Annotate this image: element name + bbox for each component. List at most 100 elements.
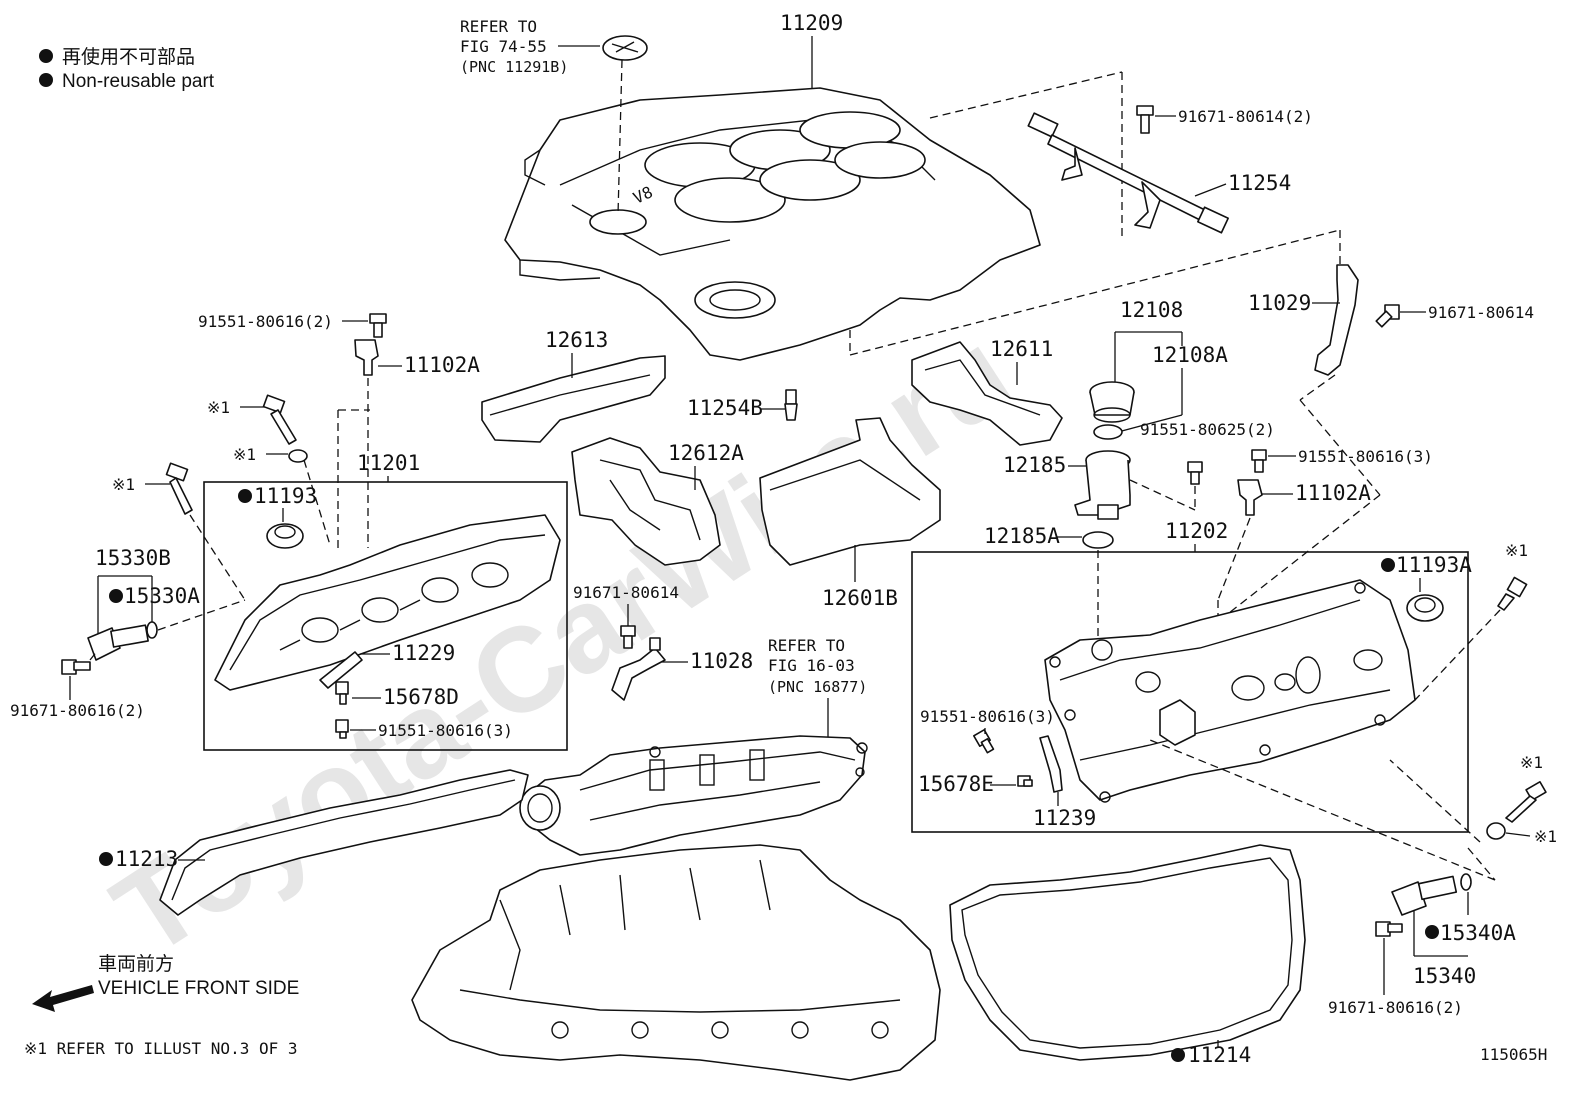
label-12613: 12613 xyxy=(545,328,608,352)
label-15340A: 15340A xyxy=(1440,921,1516,945)
label-91671-80614-right: 91671-80614 xyxy=(1428,303,1534,322)
insulator-12601B xyxy=(759,417,941,566)
refer-2-line3: (PNC 16877) xyxy=(768,678,867,696)
note-mark: ※1 xyxy=(1520,753,1543,772)
label-11202: 11202 xyxy=(1165,519,1228,543)
label-12611: 12611 xyxy=(990,337,1053,361)
bracket-11229-icon xyxy=(319,651,363,689)
label-15330B: 15330B xyxy=(95,546,171,570)
note-mark: ※1 xyxy=(1534,827,1557,846)
bolt-icon xyxy=(165,462,193,515)
insulator-12611 xyxy=(911,341,1063,446)
engine-block xyxy=(411,844,941,1081)
bolt-icon xyxy=(1375,921,1403,937)
legend-dot-icon xyxy=(39,73,53,87)
washer-icon xyxy=(1486,822,1506,840)
label-12108A: 12108A xyxy=(1152,343,1228,367)
label-91551-80625-2: 91551-80625(2) xyxy=(1140,420,1275,439)
label-91671-80616-2-left: 91671-80616(2) xyxy=(10,701,145,720)
label-15678D: 15678D xyxy=(383,685,459,709)
ocv-valve-icon xyxy=(1391,873,1472,916)
label-11193: 11193 xyxy=(254,484,317,508)
bolt-icon xyxy=(1187,461,1203,485)
bolt-icon xyxy=(1505,781,1547,823)
label-12185A: 12185A xyxy=(984,524,1060,548)
bracket-11239-icon xyxy=(1039,735,1063,793)
note-mark: ※1 xyxy=(112,475,135,494)
front-side-en: VEHICLE FRONT SIDE xyxy=(98,978,299,999)
note-mark: ※1 xyxy=(207,398,230,417)
label-15678E: 15678E xyxy=(918,772,994,796)
cam-sensor-icon xyxy=(354,339,379,376)
label-11193A: 11193A xyxy=(1396,553,1472,577)
label-11029: 11029 xyxy=(1248,291,1311,315)
bolt-icon xyxy=(335,681,349,705)
label-91671-80614-mid: 91671-80614 xyxy=(573,583,679,602)
bracket-11029 xyxy=(1314,264,1359,376)
insulator-12613 xyxy=(481,355,666,443)
rod-11254 xyxy=(1027,112,1229,234)
label-91551-80616-3-right: 91551-80616(3) xyxy=(1298,447,1433,466)
arrow-left-icon xyxy=(32,985,94,1012)
bolt-icon xyxy=(335,719,349,739)
label-15330A: 15330A xyxy=(124,584,200,608)
label-11254B: 11254B xyxy=(687,396,763,420)
cam-sensor-icon xyxy=(1237,479,1263,516)
legend-jp: 再使用不可部品 xyxy=(62,46,195,68)
non-reusable-dot-icon xyxy=(1171,1048,1185,1062)
label-11102A-left: 11102A xyxy=(404,353,480,377)
bolt-icon xyxy=(262,394,297,445)
bolt-icon xyxy=(620,625,636,649)
gasket-11214 xyxy=(949,844,1306,1061)
ocv-valve-icon xyxy=(87,621,158,661)
seal-ring-icon xyxy=(266,523,304,549)
bolt-icon xyxy=(1136,105,1154,134)
note-mark: ※1 xyxy=(1505,541,1528,560)
bolt-icon xyxy=(973,729,995,754)
bolt-icon xyxy=(1251,449,1267,473)
head-cover-11201 xyxy=(214,514,561,691)
front-side-jp: 車両前方 xyxy=(98,953,174,975)
o-ring-icon xyxy=(1093,424,1123,440)
refer-1-line3: (PNC 11291B) xyxy=(460,58,568,76)
note-mark: ※1 xyxy=(233,445,256,464)
non-reusable-dot-icon xyxy=(99,852,113,866)
filler-pipe-12185 xyxy=(1074,450,1131,520)
refer-2-line1: REFER TO xyxy=(768,636,845,655)
refer-1-line2: FIG 74-55 xyxy=(460,37,547,56)
label-11102A-right: 11102A xyxy=(1295,481,1371,505)
group-box-11201 xyxy=(203,481,568,751)
washer-icon xyxy=(288,449,308,463)
label-91671-80616-2-right: 91671-80616(2) xyxy=(1328,998,1463,1017)
legend-dot-icon xyxy=(39,49,53,63)
refer-1-line1: REFER TO xyxy=(460,17,537,36)
non-reusable-dot-icon xyxy=(238,489,252,503)
gasket-icon xyxy=(1082,531,1114,549)
bolt-icon xyxy=(1375,304,1400,328)
label-12185: 12185 xyxy=(1003,453,1066,477)
label-11209: 11209 xyxy=(780,11,843,35)
refer-2-line2: FIG 16-03 xyxy=(768,656,855,675)
legend-en: Non-reusable part xyxy=(62,71,215,92)
oil-filler-cap-icon xyxy=(602,35,648,61)
gasket-11213 xyxy=(159,769,529,916)
engine-cover-11209: V8 xyxy=(504,87,1041,361)
bolt-icon xyxy=(1497,576,1528,611)
bracket-11028 xyxy=(611,637,666,701)
clip-icon xyxy=(784,389,798,421)
filler-cap-12108 xyxy=(1089,381,1135,423)
label-91551-80616-3-mid: 91551-80616(3) xyxy=(920,707,1055,726)
label-11229: 11229 xyxy=(392,641,455,665)
intake-plenum xyxy=(519,735,868,856)
label-12601B: 12601B xyxy=(822,586,898,610)
label-91551-80616-2: 91551-80616(2) xyxy=(198,312,333,331)
bolt-icon xyxy=(61,659,91,675)
head-cover-11202 xyxy=(1044,579,1416,803)
label-11201: 11201 xyxy=(357,451,420,475)
footnote: ※1 REFER TO ILLUST NO.3 OF 3 xyxy=(24,1039,298,1058)
label-12612A: 12612A xyxy=(668,441,744,465)
non-reusable-dot-icon xyxy=(1381,558,1395,572)
seal-ring-icon xyxy=(1406,594,1444,622)
label-91671-80614-2: 91671-80614(2) xyxy=(1178,107,1313,126)
